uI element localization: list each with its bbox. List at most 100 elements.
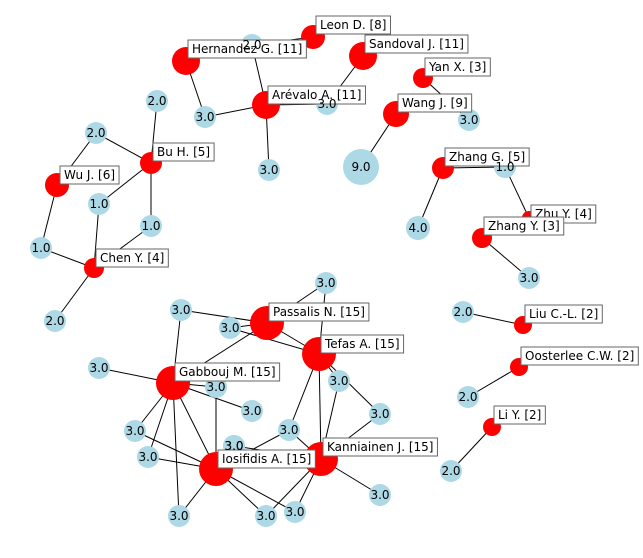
- paper-count-label: 2.0: [242, 38, 261, 52]
- label-box: [520, 346, 639, 366]
- edge-tefas-kanniainen: [318, 353, 322, 460]
- paper-count-label: 2.0: [441, 464, 460, 478]
- author-label-passalis: Passalis N. [15]: [268, 302, 370, 322]
- author-name-label: Wu J. [6]: [64, 168, 115, 182]
- paper-count-label: 3.0: [519, 271, 538, 285]
- author-label-cheny: Chen Y. [4]: [95, 248, 169, 268]
- paper-node-p26[interactable]: [241, 400, 263, 422]
- author-name-label: Zhang G. [5]: [449, 150, 525, 164]
- paper-node-p22[interactable]: [328, 370, 350, 392]
- paper-count-label: 3.0: [206, 380, 225, 394]
- label-box: [397, 93, 473, 113]
- paper-count-label: 3.0: [195, 110, 214, 124]
- author-label-zhangy: Zhang Y. [3]: [483, 216, 565, 236]
- paper-count-label: 1.0: [31, 241, 50, 255]
- paper-node-p24[interactable]: [88, 357, 110, 379]
- paper-count-label: 3.0: [125, 424, 144, 438]
- author-name-label: Gabbouj M. [15]: [179, 365, 276, 379]
- author-label-kanniainen: Kanniainen J. [15]: [322, 437, 438, 457]
- author-label-tefas: Tefas A. [15]: [320, 334, 405, 354]
- author-name-label: Chen Y. [4]: [100, 251, 164, 265]
- author-name-label: Leon D. [8]: [320, 18, 387, 32]
- paper-node-p30[interactable]: [278, 419, 300, 441]
- author-name-label: Yan X. [3]: [428, 60, 486, 74]
- paper-node-p33[interactable]: [255, 505, 277, 527]
- author-name-label: Sandoval J. [11]: [369, 37, 464, 51]
- paper-node-p4[interactable]: [258, 159, 280, 181]
- paper-node-p27[interactable]: [124, 420, 146, 442]
- paper-node-p19[interactable]: [170, 299, 192, 321]
- paper-count-label: 3.0: [220, 321, 239, 335]
- label-box: [268, 302, 370, 322]
- paper-node-p16[interactable]: [452, 301, 474, 323]
- author-name-label: Li Y. [2]: [498, 408, 541, 422]
- author-label-gabbouj: Gabbouj M. [15]: [174, 362, 281, 382]
- author-label-wang: Wang J. [9]: [397, 93, 473, 113]
- author-label-wu: Wu J. [6]: [59, 165, 120, 185]
- paper-node-p20[interactable]: [219, 317, 241, 339]
- author-label-sandoval: Sandoval J. [11]: [364, 34, 469, 54]
- label-box: [424, 57, 491, 77]
- label-box: [483, 216, 565, 236]
- label-box: [444, 147, 530, 167]
- label-box: [174, 362, 281, 382]
- paper-count-label: 3.0: [169, 509, 188, 523]
- paper-node-p6[interactable]: [343, 149, 379, 185]
- paper-node-p11[interactable]: [30, 237, 52, 259]
- author-label-leon: Leon D. [8]: [315, 15, 391, 35]
- paper-node-p28[interactable]: [137, 446, 159, 468]
- label-box: [315, 15, 391, 35]
- author-label-liucl: Liu C.-L. [2]: [524, 304, 603, 324]
- paper-count-label: 1.0: [141, 219, 160, 233]
- paper-count-label: 3.0: [370, 488, 389, 502]
- author-name-label: Passalis N. [15]: [273, 305, 365, 319]
- edge-gabbouj-p29: [172, 382, 180, 517]
- author-name-label: Liu C.-L. [2]: [529, 307, 598, 321]
- paper-node-p31[interactable]: [369, 484, 391, 506]
- author-label-hernandez: Hernandez G. [11]: [187, 39, 307, 59]
- author-label-zhangg: Zhang G. [5]: [444, 147, 530, 167]
- label-box: [493, 405, 546, 425]
- paper-count-label: 3.0: [256, 509, 275, 523]
- author-label-yan: Yan X. [3]: [424, 57, 491, 77]
- paper-node-p8[interactable]: [85, 122, 107, 144]
- author-label-iosifidis: Iosifidis A. [15]: [217, 449, 316, 469]
- author-name-label: Iosifidis A. [15]: [222, 452, 311, 466]
- edge-bu-p10: [98, 162, 152, 205]
- paper-count-label: 2.0: [45, 314, 64, 328]
- paper-count-label: 3.0: [370, 407, 389, 421]
- paper-node-p21[interactable]: [315, 272, 337, 294]
- author-name-label: Kanniainen J. [15]: [327, 440, 433, 454]
- label-box: [322, 437, 438, 457]
- paper-node-p32[interactable]: [284, 501, 306, 523]
- paper-count-label: 3.0: [285, 505, 304, 519]
- label-box: [320, 334, 405, 354]
- paper-count-label: 3.0: [224, 439, 243, 453]
- paper-count-label: 2.0: [458, 390, 477, 404]
- paper-node-p15[interactable]: [518, 267, 540, 289]
- paper-node-p18[interactable]: [440, 460, 462, 482]
- paper-count-label: 1.0: [89, 197, 108, 211]
- paper-node-p2[interactable]: [194, 106, 216, 128]
- paper-node-p23[interactable]: [369, 403, 391, 425]
- paper-node-p10[interactable]: [88, 193, 110, 215]
- author-name-label: Bu H. [5]: [157, 145, 210, 159]
- paper-node-p14[interactable]: [406, 216, 430, 240]
- paper-count-label: 3.0: [171, 303, 190, 317]
- author-label-arevalo: Arévalo A. [11]: [267, 85, 366, 105]
- paper-count-label: 2.0: [86, 126, 105, 140]
- label-box: [59, 165, 120, 185]
- paper-node-p9[interactable]: [140, 215, 162, 237]
- author-label-liy: Li Y. [2]: [493, 405, 546, 425]
- paper-count-label: 3.0: [459, 113, 478, 127]
- paper-node-p12[interactable]: [44, 310, 66, 332]
- author-name-label: Wang J. [9]: [402, 96, 468, 110]
- paper-node-p29[interactable]: [168, 505, 190, 527]
- label-box: [217, 449, 316, 469]
- paper-node-p5[interactable]: [458, 109, 480, 131]
- author-label-bu: Bu H. [5]: [152, 142, 215, 162]
- paper-node-p7[interactable]: [146, 90, 168, 112]
- paper-count-label: 3.0: [224, 439, 243, 453]
- paper-node-p17[interactable]: [457, 386, 479, 408]
